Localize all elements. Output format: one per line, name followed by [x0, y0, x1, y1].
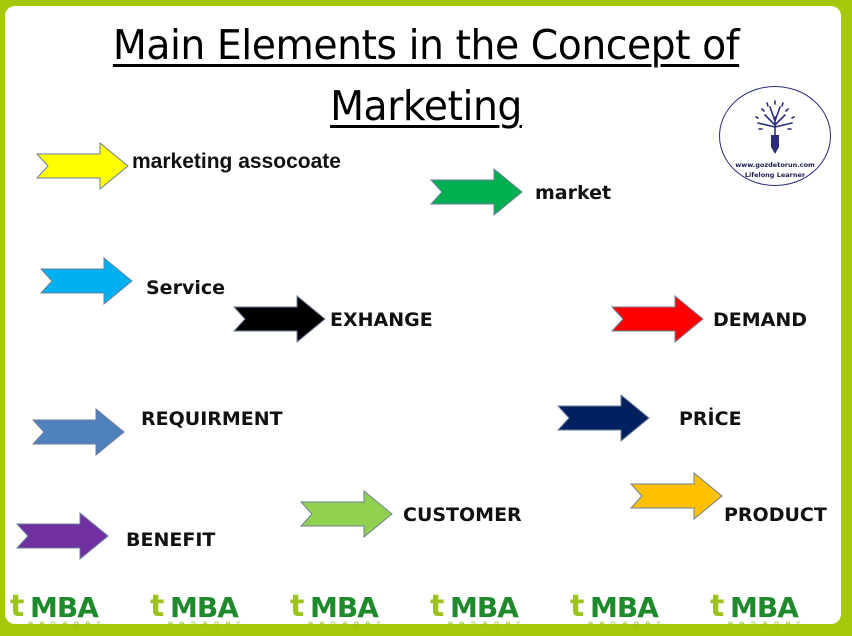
arrow-market-icon — [430, 168, 523, 216]
label-requirement: REQUIRMENT — [141, 408, 283, 430]
arrow-demand-icon — [611, 295, 704, 343]
label-demand: DEMAND — [713, 309, 808, 331]
slide-panel — [5, 6, 841, 624]
title-line-2: Marketing — [330, 82, 522, 130]
label-service: Service — [146, 277, 225, 299]
arrow-product-icon — [630, 472, 723, 520]
logo-url-text: www.gozdetorun.com — [735, 161, 815, 169]
arrow-service-icon — [40, 257, 133, 305]
label-exchange: EXHANGE — [330, 309, 433, 331]
title-line-1: Main Elements in the Concept of — [112, 21, 740, 69]
label-market: market — [535, 182, 612, 204]
logo-tagline: Lifelong Learner — [744, 171, 806, 179]
label-product: PRODUCT — [724, 504, 827, 526]
arrow-requirement-icon — [32, 408, 125, 456]
pencil-tree-icon — [755, 100, 795, 154]
label-marketing-associate: marketing assocoate — [132, 150, 341, 173]
arrow-marketing-associate-icon — [36, 142, 129, 190]
arrow-customer-icon — [300, 490, 393, 538]
label-price: PRİCE — [679, 408, 742, 430]
label-customer: CUSTOMER — [403, 504, 522, 526]
gozdetorun-logo: www.gozdetorun.com Lifelong Learner — [719, 86, 831, 186]
arrow-exchange-icon — [233, 295, 326, 343]
arrow-benefit-icon — [16, 512, 109, 560]
arrow-price-icon — [557, 394, 650, 442]
label-benefit: BENEFIT — [126, 529, 216, 551]
